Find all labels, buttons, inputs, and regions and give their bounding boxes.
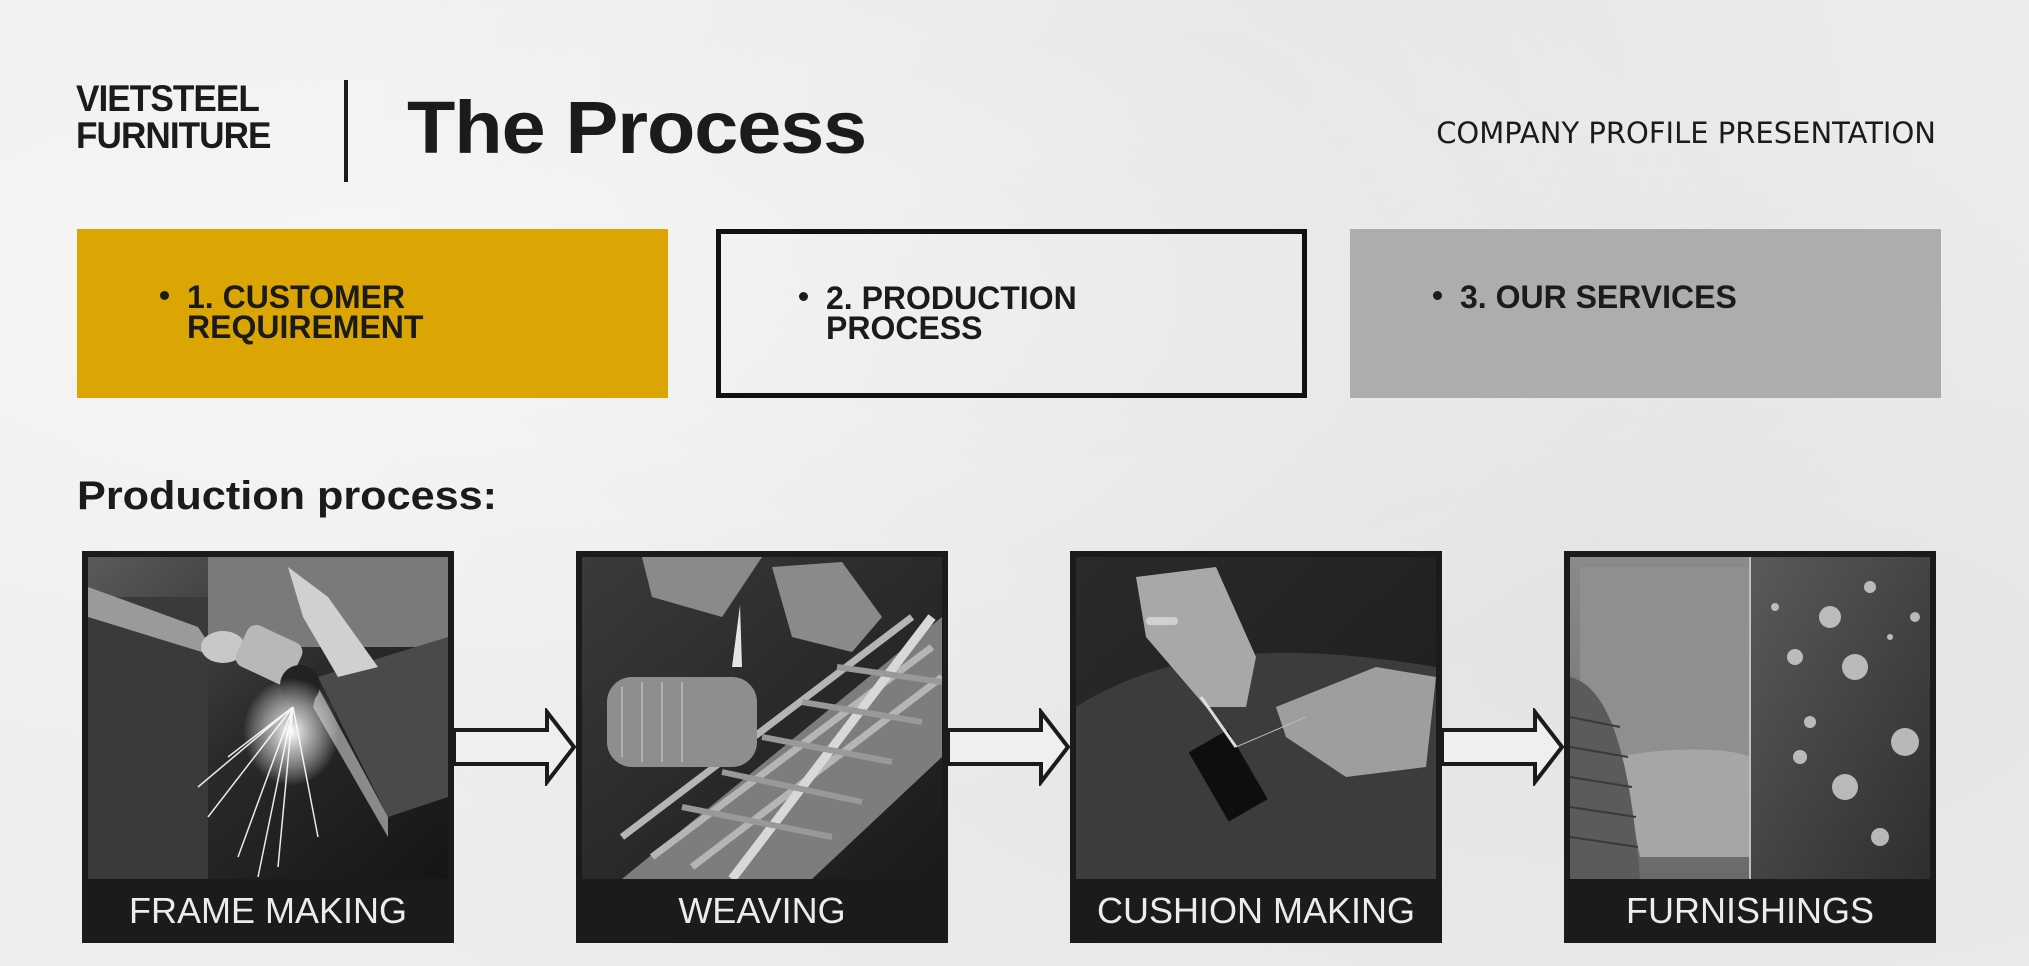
section-heading: Production process: [77,474,498,518]
bullet-icon [799,292,808,301]
bullet-icon [1433,291,1442,300]
right-arrow-icon [452,708,577,786]
tab-label: 2. PRODUCTION PROCESS [826,280,1077,346]
step-label: FURNISHINGS [1625,890,1874,931]
bullet-icon [160,291,169,300]
step-card-furnishings: FURNISHINGS [1564,551,1936,943]
furnishings-photo [1570,557,1930,879]
company-logo: VIETSTEEL FURNITURE [76,80,304,154]
presentation-subtitle: COMPANY PROFILE PRESENTATION [1436,116,1936,150]
logo-line-2: FURNITURE [76,115,271,156]
tab-label: 3. OUR SERVICES [1460,279,1737,315]
step-card-weaving: WEAVING [576,551,948,943]
step-card-cushion-making: CUSHION MAKING [1070,551,1442,943]
weaving-photo [582,557,942,879]
tab-our-services[interactable]: 3. OUR SERVICES [1350,229,1941,398]
right-arrow-icon [1440,708,1565,786]
step-label: WEAVING [678,890,846,931]
step-label: CUSHION MAKING [1096,890,1416,931]
frame-making-photo [88,557,448,879]
cushion-making-photo [1076,557,1436,879]
header-divider [344,80,348,182]
step-card-frame-making: FRAME MAKING [82,551,454,943]
tab-label: 1. CUSTOMER REQUIREMENT [187,279,424,345]
tab-customer-requirement[interactable]: 1. CUSTOMER REQUIREMENT [77,229,668,398]
step-label: FRAME MAKING [128,890,407,931]
logo-line-1: VIETSTEEL [76,78,260,119]
page-title: The Process [407,86,867,169]
right-arrow-icon [946,708,1071,786]
tab-production-process[interactable]: 2. PRODUCTION PROCESS [716,229,1307,398]
